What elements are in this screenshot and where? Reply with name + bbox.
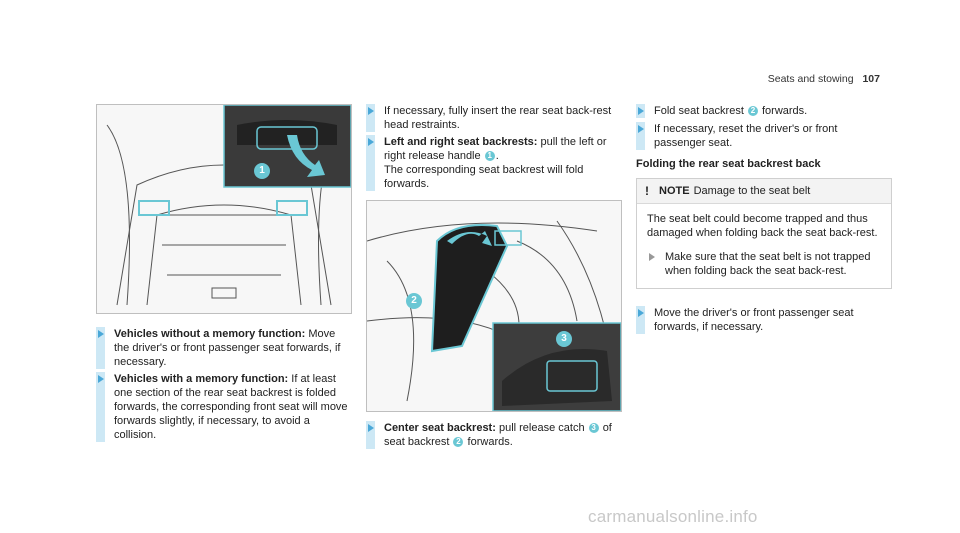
bullet-with-memory: Vehicles with a memory function: If at l… (96, 372, 350, 442)
bullet-center-backrest: Center seat backrest: pull release catch… (366, 421, 620, 449)
bullet-text: The corresponding seat backrest will fol… (384, 164, 584, 190)
callout-2: 2 (406, 293, 422, 309)
page-header: Seats and stowing 107 (768, 72, 880, 86)
arrow-icon (638, 125, 644, 133)
bullet-text: of seat backrest (384, 422, 612, 448)
page-number: 107 (862, 73, 880, 85)
arrow-icon (368, 107, 374, 115)
note-box: ! NOTE Damage to the seat belt The seat … (636, 178, 892, 289)
bullet-text: Move the driver's or front passenger sea… (654, 307, 854, 333)
bullet-label: Vehicles with a memory function: (114, 373, 289, 385)
bullet-text: . (495, 150, 499, 162)
callout-ref-1: 1 (484, 151, 495, 162)
callout-1: 1 (254, 163, 270, 179)
bullet-move-seat: Move the driver's or front passenger sea… (636, 306, 890, 334)
bullet-reset-seat: If necessary, reset the driver's or fron… (636, 122, 890, 150)
note-header: ! NOTE Damage to the seat belt (637, 179, 891, 204)
bullet-text: pull the left or right release handle (384, 136, 607, 162)
bullet-text: If necessary, reset the driver's or fron… (654, 123, 838, 149)
bullet-text: If at least one section of the rear seat… (114, 373, 348, 441)
bullet-left-right-backrests: Left and right seat backrests: pull the … (366, 135, 620, 191)
note-text: The seat belt could become trapped and t… (647, 213, 878, 239)
bullet-text: If necessary, fully insert the rear seat… (384, 105, 612, 131)
bullet-bar (366, 135, 375, 191)
bullet-text: forwards. (762, 105, 808, 117)
arrow-icon (638, 107, 644, 115)
bullet-label: Left and right seat backrests: (384, 136, 538, 148)
note-bullet: Make sure that the seat belt is not trap… (647, 250, 881, 278)
bullet-bar (647, 250, 656, 278)
bullet-text: pull release catch (498, 422, 585, 434)
callout-ref-3: 3 (588, 423, 599, 434)
bullet-text: Move the driver's or front passenger sea… (114, 328, 341, 368)
figure-rear-seat: 2 3 (366, 200, 622, 412)
arrow-icon (638, 309, 644, 317)
bullet-label: Vehicles without a memory function: (114, 328, 306, 340)
bullet-text: Make sure that the seat belt is not trap… (665, 251, 871, 277)
callout-ref-2: 2 (747, 106, 758, 117)
watermark: carmanualsonline.info (588, 507, 758, 526)
figure-trunk: 1 (96, 104, 352, 314)
bullet-text: forwards. (467, 436, 513, 448)
note-title: Damage to the seat belt (693, 185, 811, 197)
bullet-bar (366, 104, 375, 132)
bullet-head-restraints: If necessary, fully insert the rear seat… (366, 104, 620, 132)
section-heading: Folding the rear seat backrest back (636, 158, 821, 170)
bullet-bar (636, 122, 645, 150)
arrow-icon (368, 138, 374, 146)
note-body: The seat belt could become trapped and t… (637, 204, 891, 288)
callout-3: 3 (556, 331, 572, 347)
bullet-fold-backrest: Fold seat backrest 2 forwards. (636, 104, 890, 118)
warning-icon: ! (645, 184, 649, 198)
bullet-bar (636, 306, 645, 334)
bullet-label: Center seat backrest: (384, 422, 496, 434)
bullet-bar (366, 421, 375, 449)
bullet-bar (636, 104, 645, 118)
arrow-icon (98, 375, 104, 383)
arrow-icon (98, 330, 104, 338)
section-title: Seats and stowing (767, 73, 854, 85)
callout-ref-2: 2 (453, 437, 464, 448)
arrow-icon (649, 253, 655, 261)
bullet-bar (96, 372, 105, 442)
arrow-icon (368, 424, 374, 432)
bullet-bar (96, 327, 105, 369)
bullet-no-memory: Vehicles without a memory function: Move… (96, 327, 350, 369)
bullet-text: Fold seat backrest (654, 105, 744, 117)
note-label: NOTE (659, 185, 690, 197)
